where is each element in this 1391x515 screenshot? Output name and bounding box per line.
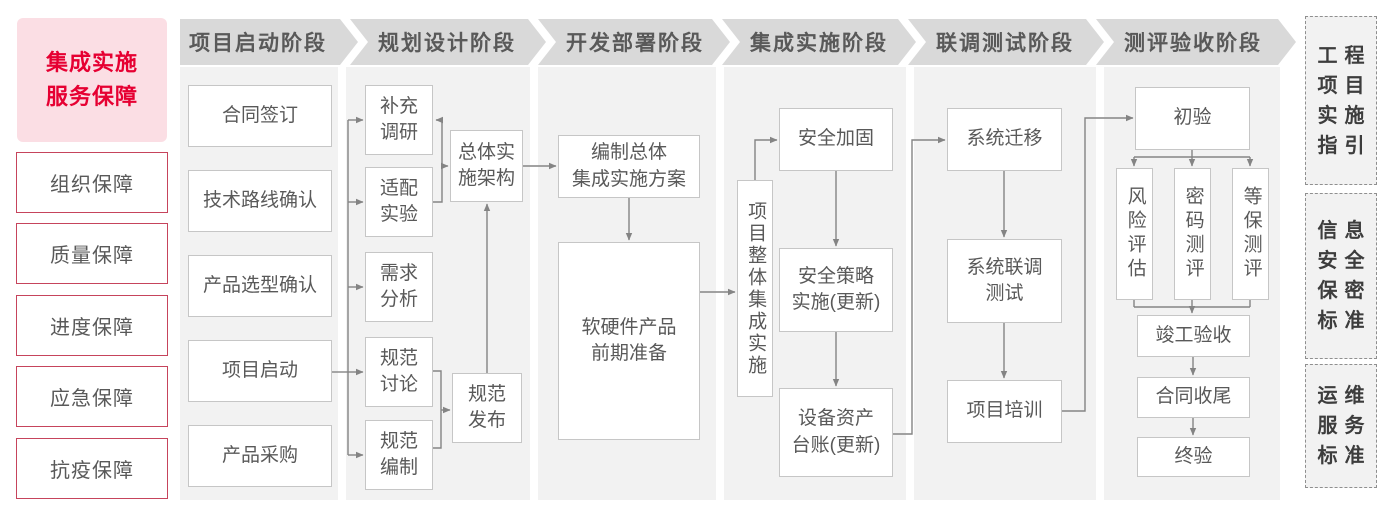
node-completion-acceptance: 竣工验收 bbox=[1137, 315, 1250, 357]
node-spec-release: 规范 发布 bbox=[452, 373, 522, 443]
node-spec-drafting: 规范 编制 bbox=[365, 420, 433, 490]
node-joint-testing: 系统联调 测试 bbox=[947, 239, 1062, 323]
standard-project-implementation-guide: 工程 项目 实施 指引 bbox=[1305, 16, 1377, 185]
node-adaptation-test: 适配 实验 bbox=[365, 167, 433, 237]
node-hw-sw-preparation: 软硬件产品 前期准备 bbox=[558, 242, 700, 440]
node-project-kickoff: 项目启动 bbox=[188, 340, 332, 402]
node-asset-ledger-update: 设备资产 台账(更新) bbox=[779, 388, 893, 477]
node-product-procurement: 产品采购 bbox=[188, 425, 332, 487]
node-project-training: 项目培训 bbox=[947, 380, 1062, 443]
node-product-selection-confirm: 产品选型确认 bbox=[188, 255, 332, 317]
node-contract-closure: 合同收尾 bbox=[1137, 377, 1250, 418]
guarantee-item-epidemic: 抗疫保障 bbox=[16, 438, 168, 499]
node-requirement-analysis: 需求 分析 bbox=[365, 252, 433, 322]
node-crypto-evaluation: 密码测评 bbox=[1174, 168, 1211, 300]
standard-om-service: 运维 服务 标准 bbox=[1305, 364, 1377, 488]
node-overall-integration-plan: 编制总体 集成实施方案 bbox=[558, 135, 700, 198]
guarantee-item-emergency: 应急保障 bbox=[16, 366, 168, 427]
node-supplementary-research: 补充 调研 bbox=[365, 85, 433, 155]
guarantee-item-organization: 组织保障 bbox=[16, 152, 168, 213]
guarantee-item-quality: 质量保障 bbox=[16, 223, 168, 284]
phase-header-project-kickoff: 项目启动阶段 bbox=[180, 19, 358, 65]
node-overall-integration-implementation: 项目整体集成实施 bbox=[737, 180, 773, 397]
node-risk-assessment: 风险评估 bbox=[1116, 168, 1153, 300]
standard-infosec-confidentiality: 信息 安全 保密 标准 bbox=[1305, 193, 1377, 359]
phase-header-integration-impl: 集成实施阶段 bbox=[722, 19, 916, 65]
node-security-hardening: 安全加固 bbox=[779, 108, 893, 171]
phase-header-eval-acceptance: 测评验收阶段 bbox=[1096, 19, 1296, 65]
node-spec-discussion: 规范 讨论 bbox=[365, 337, 433, 407]
node-overall-implementation-architecture: 总体实 施架构 bbox=[450, 130, 523, 202]
node-tech-route-confirm: 技术路线确认 bbox=[188, 170, 332, 232]
diagram-title: 集成实施 服务保障 bbox=[17, 18, 167, 142]
phase-header-joint-test: 联调测试阶段 bbox=[908, 19, 1104, 65]
phase-header-dev-deploy: 开发部署阶段 bbox=[538, 19, 730, 65]
node-contract-signing: 合同签订 bbox=[188, 85, 332, 147]
node-security-policy-implementation: 安全策略 实施(更新) bbox=[779, 248, 893, 332]
node-preliminary-acceptance: 初验 bbox=[1135, 87, 1250, 150]
guarantee-item-schedule: 进度保障 bbox=[16, 295, 168, 356]
node-mlps-evaluation: 等保测评 bbox=[1232, 168, 1269, 300]
node-final-acceptance: 终验 bbox=[1137, 437, 1250, 477]
phase-header-planning-design: 规划设计阶段 bbox=[350, 19, 546, 65]
node-system-migration: 系统迁移 bbox=[947, 108, 1062, 171]
